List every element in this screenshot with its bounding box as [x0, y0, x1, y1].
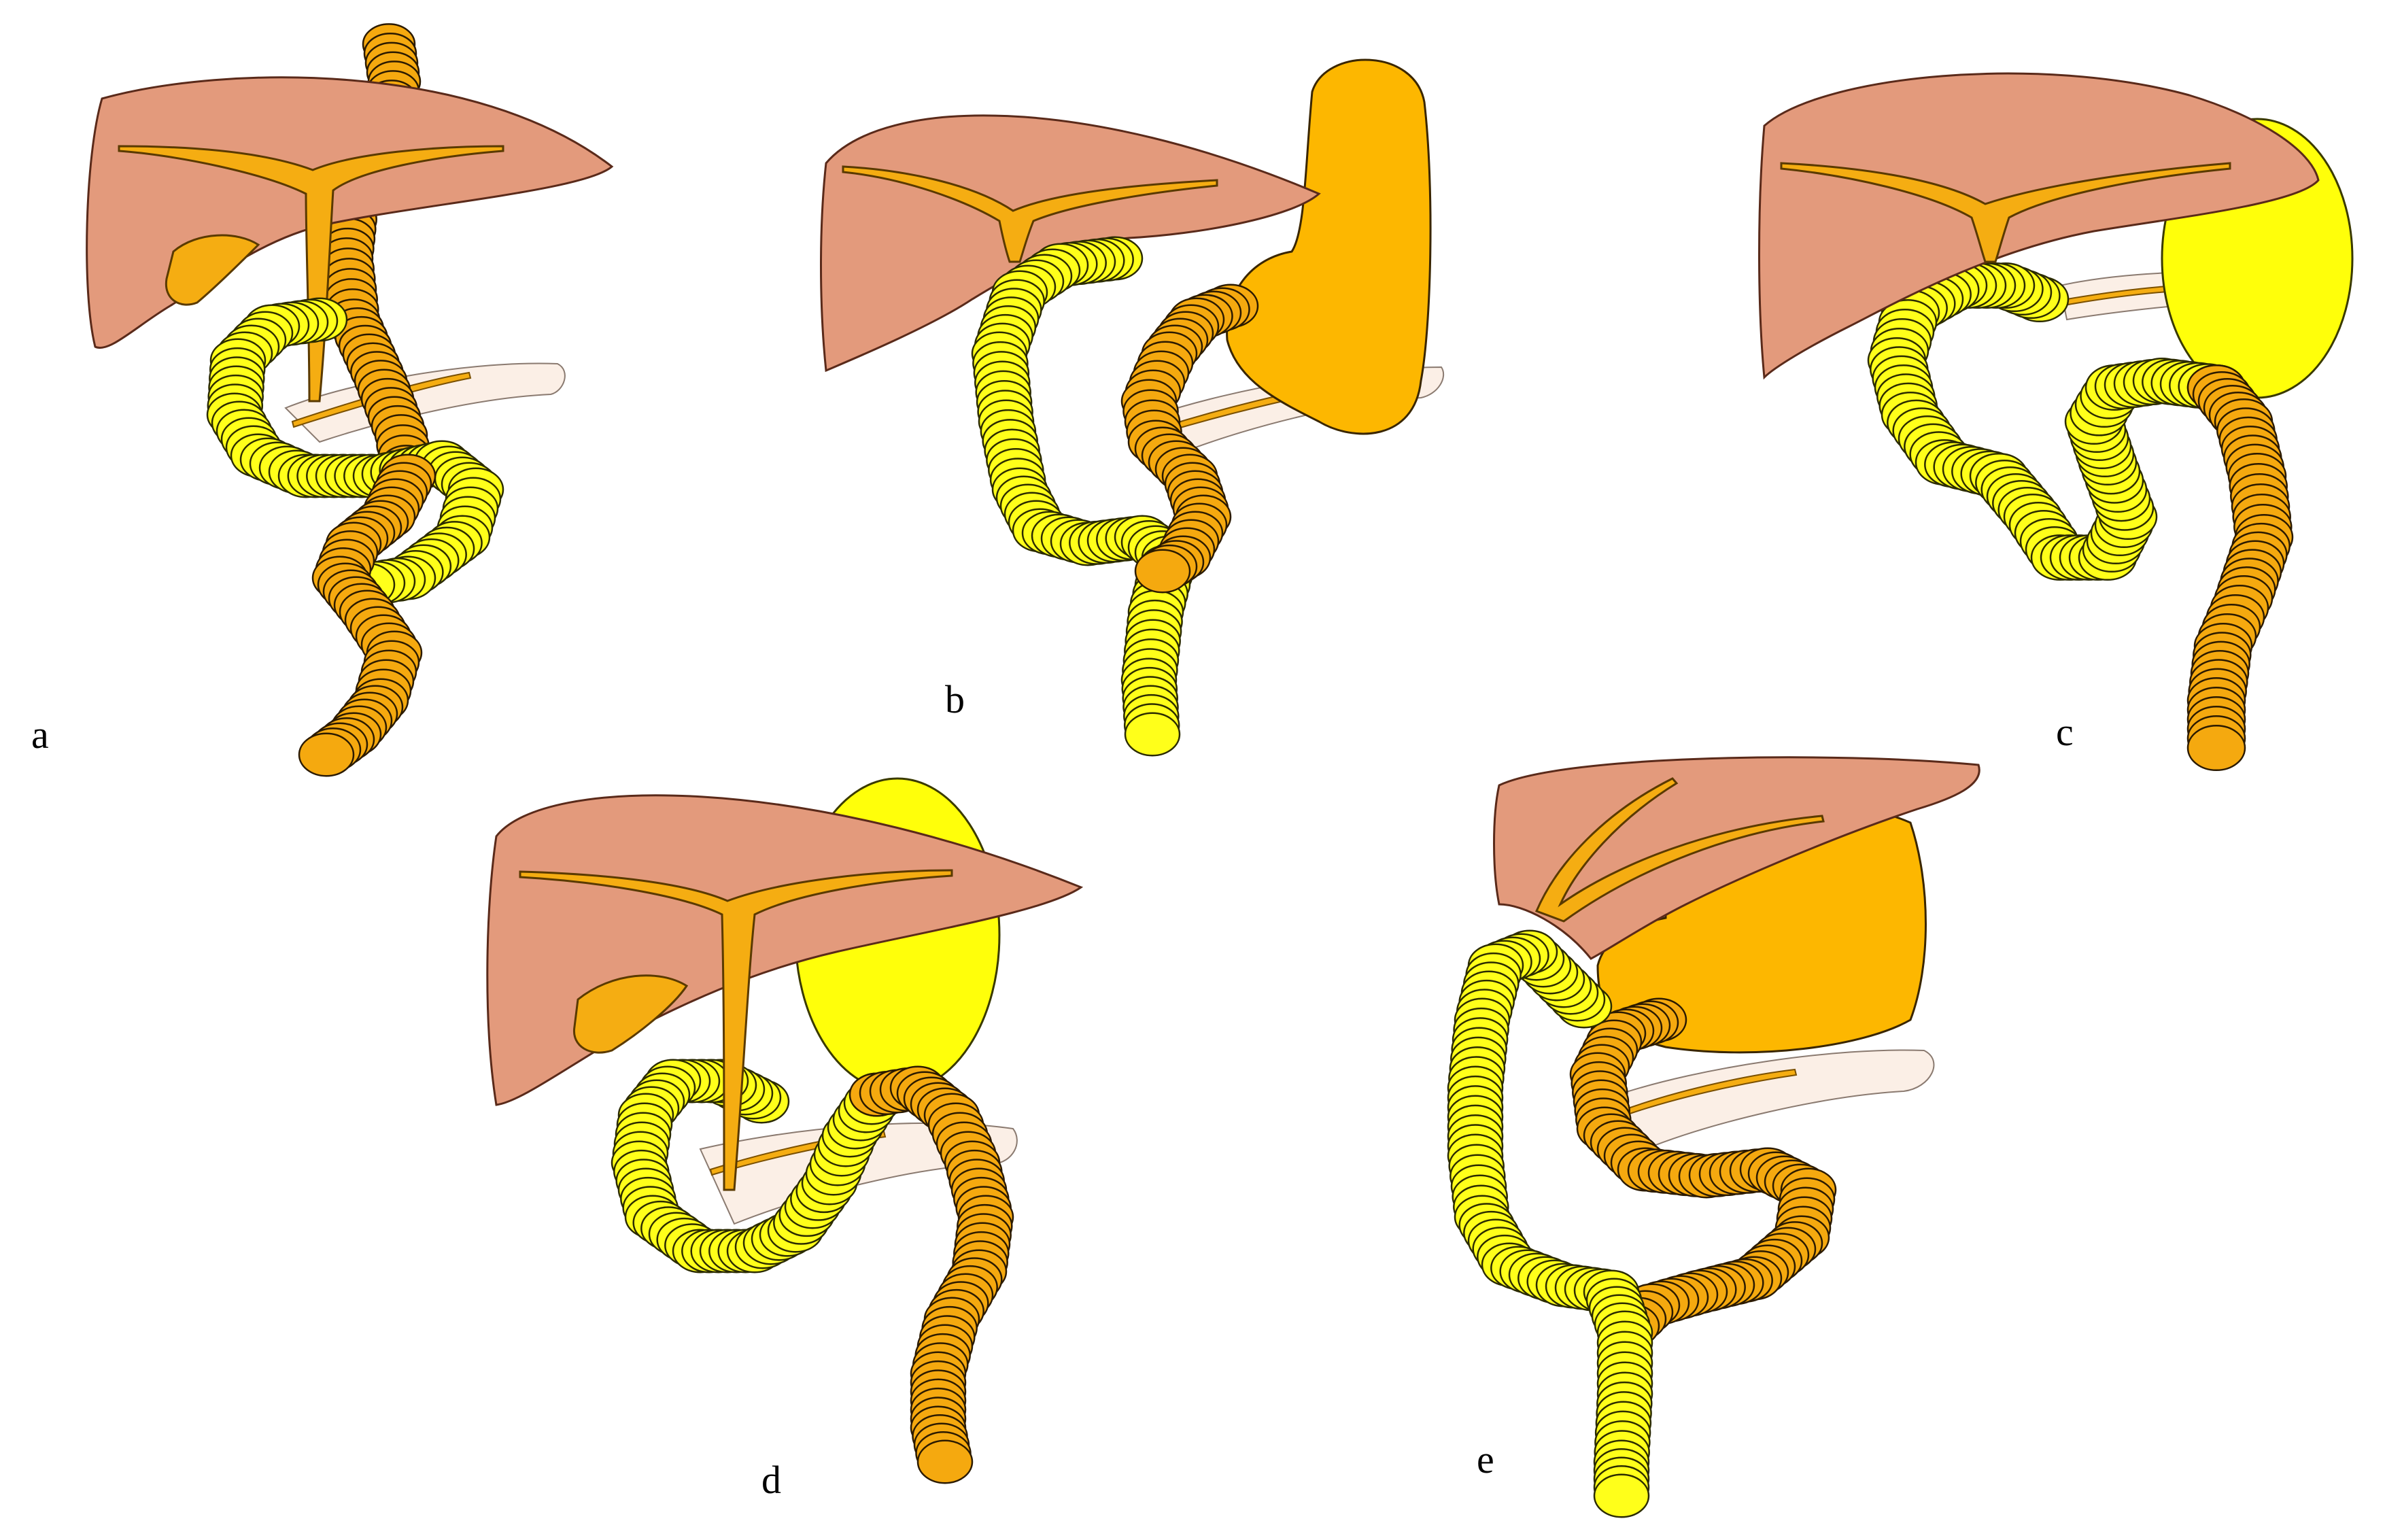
pancreas [1617, 1049, 1935, 1150]
bile-duct-tree [118, 145, 504, 403]
limb-orange-lower-a [298, 454, 436, 777]
bowel-segment [1134, 549, 1191, 594]
limb-orange-c [2186, 364, 2294, 772]
panel-b [820, 58, 1445, 757]
pancreatic-duct [1627, 1068, 1798, 1115]
panel-label-c: c [2056, 710, 2074, 754]
bile-duct-tree [842, 165, 1218, 263]
limb-yellow-c [1867, 262, 2246, 581]
gallbladder [165, 234, 260, 306]
liver [1758, 72, 2320, 380]
bowel-segment [1593, 1473, 1650, 1518]
panel-d [486, 777, 1084, 1484]
panel-a [86, 23, 614, 777]
panel-c [1758, 72, 2354, 772]
stomach [1226, 58, 1432, 435]
limb-yellow-e [1447, 929, 1653, 1518]
panel-label-e: e [1477, 1437, 1494, 1482]
bowel-segment [2186, 724, 2246, 772]
limb-yellow-d [611, 1059, 906, 1273]
limb-orange-e [1569, 997, 1837, 1348]
bile-duct-tree [1780, 162, 2231, 263]
panel-e [1447, 756, 1980, 1518]
panel-label-b: b [945, 677, 965, 721]
liver [1493, 756, 1980, 960]
panel-label-d: d [761, 1458, 781, 1502]
limb-orange-b [1120, 284, 1259, 594]
panel-label-a: a [31, 713, 49, 757]
limb-yellow-b [971, 236, 1198, 757]
bowel-segment [1124, 712, 1181, 757]
bile-duct-tree [1535, 777, 1825, 923]
limb-orange-d [848, 1065, 1014, 1484]
bowel-segment [298, 732, 355, 777]
bowel-segment [916, 1439, 974, 1484]
gallbladder [573, 974, 689, 1054]
bile-duct-tree [519, 869, 953, 1191]
